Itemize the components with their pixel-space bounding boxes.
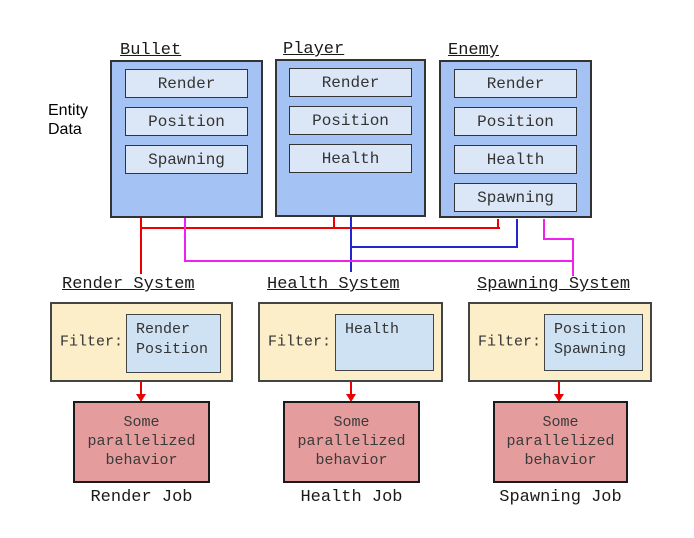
- system-box-health: Filter: Health: [258, 302, 443, 382]
- job-text-line: Some: [542, 414, 579, 431]
- spawning-connector-line: [184, 260, 574, 262]
- render-connector-line: [333, 217, 335, 229]
- component-box: Health: [454, 145, 577, 174]
- system-box-spawning: Filter: Position Spawning: [468, 302, 652, 382]
- job-box-spawning: Some parallelized behavior: [493, 401, 628, 483]
- entity-box-bullet: Render Position Spawning: [110, 60, 263, 218]
- component-box: Render: [289, 68, 412, 97]
- component-box: Render: [125, 69, 248, 98]
- entity-title-bullet: Bullet: [120, 41, 182, 60]
- component-box: Position: [289, 106, 412, 135]
- filter-box-render: Render Position: [126, 314, 221, 373]
- render-connector-line: [140, 227, 500, 229]
- job-text-line: Some: [333, 414, 370, 431]
- filter-component: Spawning: [554, 341, 627, 358]
- component-box: Position: [125, 107, 248, 136]
- system-title-spawning: Spawning System: [477, 275, 631, 294]
- component-box: Render: [454, 69, 577, 98]
- system-title-health: Health System: [267, 275, 400, 294]
- system-to-job-arrow: [558, 382, 560, 395]
- system-to-job-arrow: [350, 382, 352, 395]
- entity-data-label: Entity Data: [48, 101, 88, 139]
- job-title-health: Health Job: [300, 488, 403, 507]
- arrow-head-icon: [346, 394, 356, 402]
- entity-data-label-line2: Data: [48, 121, 82, 138]
- job-text-line: behavior: [105, 452, 178, 469]
- spawning-connector-line: [184, 218, 186, 262]
- job-text-line: Some: [123, 414, 160, 431]
- spawning-connector-line: [572, 238, 574, 276]
- filter-component: Health: [345, 321, 400, 338]
- component-box: Spawning: [125, 145, 248, 174]
- entity-data-label-line1: Entity: [48, 102, 89, 119]
- spawning-connector-line: [543, 238, 574, 240]
- entity-title-player: Player: [283, 40, 345, 59]
- job-text-line: behavior: [315, 452, 388, 469]
- system-box-render: Filter: Render Position: [50, 302, 233, 382]
- component-box: Spawning: [454, 183, 577, 212]
- arrow-head-icon: [136, 394, 146, 402]
- component-box: Health: [289, 144, 412, 173]
- filter-label: Filter:: [268, 333, 332, 351]
- filter-component: Position: [554, 321, 627, 338]
- filter-component: Position: [136, 341, 209, 358]
- filter-label: Filter:: [478, 333, 542, 351]
- job-text-line: parallelized: [87, 433, 196, 450]
- job-text-line: parallelized: [506, 433, 615, 450]
- health-connector-line: [350, 217, 352, 272]
- arrow-head-icon: [554, 394, 564, 402]
- system-title-render: Render System: [62, 275, 195, 294]
- entity-title-enemy: Enemy: [448, 41, 500, 60]
- job-title-render: Render Job: [90, 488, 193, 507]
- job-box-health: Some parallelized behavior: [283, 401, 420, 483]
- filter-component: Render: [136, 321, 191, 338]
- job-title-spawning: Spawning Job: [499, 488, 622, 507]
- component-box: Position: [454, 107, 577, 136]
- render-connector-line: [140, 218, 142, 274]
- health-connector-line: [516, 219, 518, 248]
- spawning-connector-line: [543, 219, 545, 240]
- filter-box-health: Health: [335, 314, 434, 371]
- job-box-render: Some parallelized behavior: [73, 401, 210, 483]
- job-text-line: behavior: [524, 452, 597, 469]
- render-connector-line: [497, 219, 499, 229]
- filter-box-spawning: Position Spawning: [544, 314, 643, 371]
- entity-box-enemy: Render Position Health Spawning: [439, 60, 592, 218]
- entity-box-player: Render Position Health: [275, 59, 426, 217]
- job-text-line: parallelized: [297, 433, 406, 450]
- system-to-job-arrow: [140, 382, 142, 395]
- filter-label: Filter:: [60, 333, 124, 351]
- health-connector-line: [350, 246, 518, 248]
